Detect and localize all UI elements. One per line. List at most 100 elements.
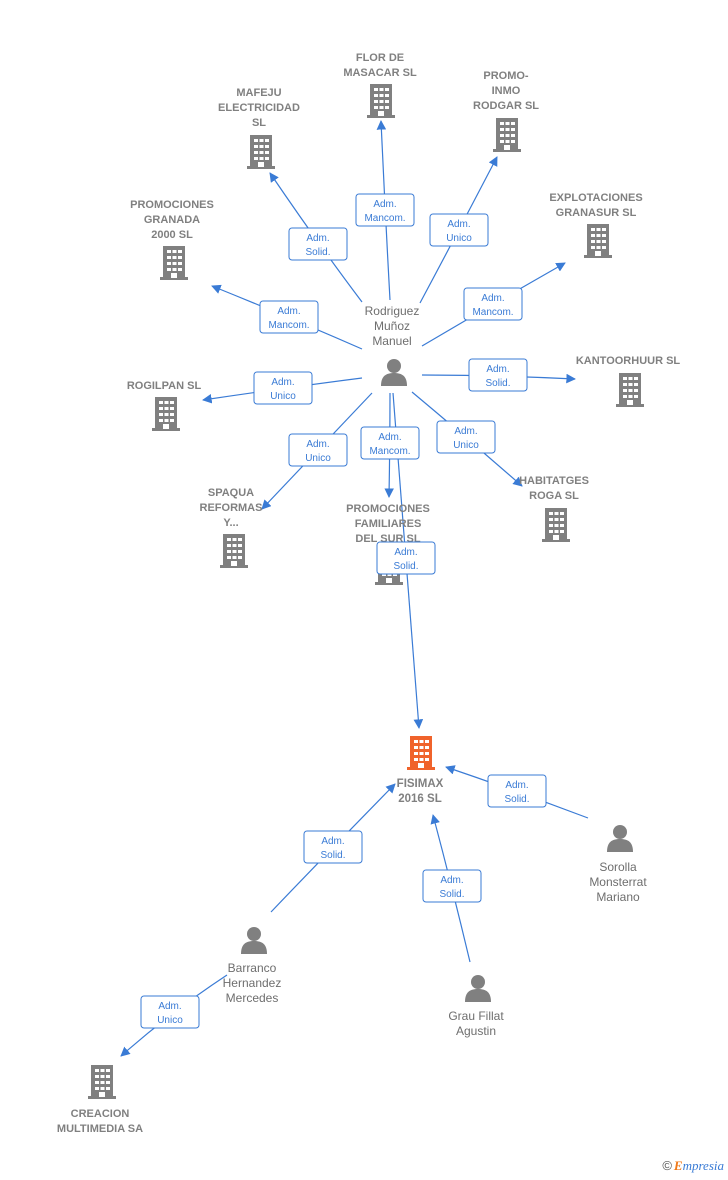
role-badge-box [429, 213, 489, 247]
person-name[interactable]: Muñoz [374, 319, 410, 333]
company-name[interactable]: ROGILPAN SL [127, 380, 202, 392]
role-badge-box [436, 420, 496, 454]
company-node-flor[interactable]: FLOR DE MASACAR SL [343, 52, 417, 118]
company-node-promoinmo[interactable]: PROMO- INMO RODGAR SL [473, 70, 539, 152]
company-name[interactable]: FISIMAX [397, 778, 444, 790]
company-node-rogilpan[interactable]: ROGILPAN SL [127, 380, 202, 431]
role-badge-text: Adm. [447, 219, 470, 230]
role-badge-text: Solid. [504, 794, 529, 805]
person-name[interactable]: Mercedes [226, 991, 279, 1005]
company-name[interactable]: ROGA SL [529, 490, 579, 502]
role-badge-text: Unico [270, 391, 296, 402]
company-node-mafeju[interactable]: MAFEJU ELECTRICIDAD SL [218, 87, 300, 169]
company-name[interactable]: PROMO- [483, 70, 529, 82]
person-name[interactable]: Grau Fillat [448, 1009, 504, 1023]
person-name[interactable]: Manuel [372, 334, 411, 348]
role-badge-text: Mancom. [369, 446, 410, 457]
company-node-creacion[interactable]: CREACION MULTIMEDIA SA [57, 1065, 143, 1135]
role-badge: Adm.Unico [429, 213, 489, 247]
person-icon[interactable] [465, 975, 491, 1002]
role-badge-text: Adm. [454, 426, 477, 437]
role-badge-box [422, 869, 482, 903]
person-name[interactable]: Agustin [456, 1024, 496, 1038]
role-badge-text: Solid. [485, 378, 510, 389]
company-node-promociones2000[interactable]: PROMOCIONES GRANADA 2000 SL [130, 199, 214, 280]
person-name[interactable]: Sorolla [599, 860, 637, 874]
building-icon[interactable] [584, 224, 612, 258]
building-icon[interactable] [152, 397, 180, 431]
role-badge-box [288, 433, 348, 467]
role-badge-text: Mancom. [268, 320, 309, 331]
person-icon[interactable] [381, 359, 407, 386]
person-name[interactable]: Rodriguez [365, 304, 420, 318]
role-badge-text: Adm. [158, 1001, 181, 1012]
company-node-fisimax[interactable]: FISIMAX 2016 SL [397, 736, 444, 805]
building-icon[interactable] [247, 135, 275, 169]
role-badge: Adm.Unico [253, 371, 313, 405]
company-name[interactable]: PROMOCIONES [130, 199, 214, 211]
company-name[interactable]: PROMOCIONES [346, 503, 430, 515]
company-name[interactable]: EXPLOTACIONES [549, 192, 642, 204]
role-badge-box [463, 287, 523, 321]
person-name[interactable]: Barranco [228, 961, 277, 975]
role-badge-text: Adm. [378, 432, 401, 443]
company-name[interactable]: SL [252, 117, 266, 129]
company-name[interactable]: MASACAR SL [343, 67, 417, 79]
company-name[interactable]: ELECTRICIDAD [218, 102, 300, 114]
building-icon[interactable] [367, 84, 395, 118]
company-name[interactable]: CREACION [71, 1108, 130, 1120]
person-name[interactable]: Mariano [596, 890, 640, 904]
company-name[interactable]: FLOR DE [356, 52, 404, 64]
role-badge-text: Adm. [486, 364, 509, 375]
role-badge-box [140, 995, 200, 1029]
person-icon[interactable] [241, 927, 267, 954]
company-name[interactable]: INMO [492, 85, 521, 97]
role-badge-text: Adm. [481, 293, 504, 304]
company-name[interactable]: GRANASUR SL [556, 207, 637, 219]
building-icon[interactable] [616, 373, 644, 407]
company-name[interactable]: 2000 SL [151, 229, 193, 241]
building-icon[interactable] [88, 1065, 116, 1099]
company-name[interactable]: MULTIMEDIA SA [57, 1123, 143, 1135]
company-name[interactable]: Y... [223, 517, 238, 529]
company-name[interactable]: 2016 SL [398, 793, 441, 805]
person-icon[interactable] [607, 825, 633, 852]
brand-name: mpresia [682, 1158, 724, 1173]
company-name[interactable]: KANTOORHUUR SL [576, 355, 681, 367]
company-name[interactable]: REFORMAS [200, 502, 263, 514]
company-name[interactable]: RODGAR SL [473, 100, 539, 112]
company-node-spaqua[interactable]: SPAQUA REFORMAS Y... [200, 487, 263, 568]
company-name[interactable]: FAMILIARES [355, 518, 422, 530]
company-node-habitatges[interactable]: HABITATGES ROGA SL [519, 475, 589, 542]
building-icon[interactable] [542, 508, 570, 542]
company-name[interactable]: HABITATGES [519, 475, 589, 487]
company-name[interactable]: GRANADA [144, 214, 200, 226]
role-badge-box [355, 193, 415, 227]
role-badge: Adm.Solid. [487, 774, 547, 808]
building-icon[interactable] [493, 118, 521, 152]
role-badge-text: Adm. [321, 836, 344, 847]
role-badge: Adm.Solid. [422, 869, 482, 903]
building-icon[interactable] [160, 246, 188, 280]
role-badge: Adm.Unico [288, 433, 348, 467]
company-name[interactable]: SPAQUA [208, 487, 254, 499]
building-icon[interactable] [220, 534, 248, 568]
copyright-symbol: © [662, 1158, 672, 1173]
building-icon[interactable] [407, 736, 435, 770]
person-name[interactable]: Hernandez [223, 976, 282, 990]
company-node-explotaciones[interactable]: EXPLOTACIONES GRANASUR SL [549, 192, 643, 258]
person-name[interactable]: Monsterrat [589, 875, 647, 889]
company-node-kantoor[interactable]: KANTOORHUUR SL [576, 355, 681, 407]
role-badge-box [288, 227, 348, 261]
edges-layer [120, 120, 589, 1057]
role-badge: Adm.Unico [436, 420, 496, 454]
role-badge-text: Solid. [439, 889, 464, 900]
role-badge-box [253, 371, 313, 405]
company-name[interactable]: MAFEJU [236, 87, 281, 99]
role-badge-box [303, 830, 363, 864]
